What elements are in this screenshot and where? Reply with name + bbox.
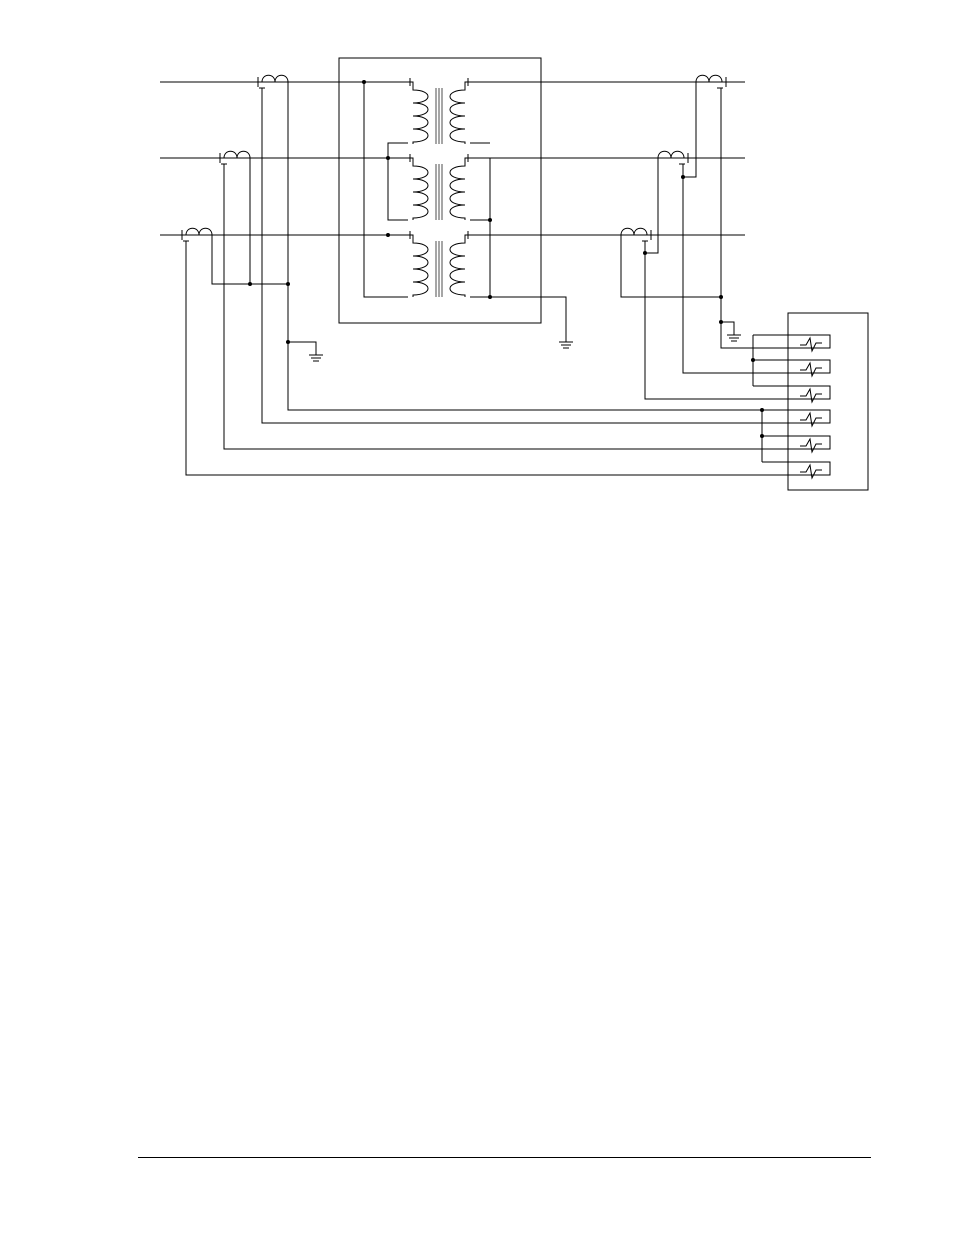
primary-winding-3: [408, 235, 428, 297]
primary-winding-2: [408, 158, 428, 220]
junction-dot-3: [386, 233, 390, 237]
current-transformer-6: [621, 228, 647, 235]
footer-rule: [138, 1157, 871, 1158]
junction-dot-14: [760, 408, 764, 412]
relay-element-icon-6: [800, 465, 822, 478]
relay-coil-loop-2: [770, 360, 830, 373]
relay-element-icon-5: [800, 439, 822, 452]
relay-coil-loop-4: [770, 410, 830, 423]
junction-dot-9: [681, 175, 685, 179]
transformer-windings: [408, 78, 470, 297]
junction-dots: [248, 80, 764, 438]
relay-element-icon-3: [800, 389, 822, 402]
current-transformer-5: [658, 151, 684, 158]
secondary-delta-wiring: [470, 143, 566, 342]
relay-element-icon-2: [800, 363, 822, 376]
current-transformer-2: [224, 151, 250, 158]
relay-coil-loop-5: [770, 436, 830, 449]
junction-dot-1: [362, 80, 366, 84]
phase-bus-lines: [160, 82, 745, 235]
relay-coil-loop-3: [770, 386, 830, 399]
right-ct-wiring: [621, 82, 770, 462]
current-transformer-3: [186, 228, 212, 235]
junction-dot-5: [488, 295, 492, 299]
junction-dot-10: [643, 251, 647, 255]
junction-dot-15: [760, 434, 764, 438]
junction-dot-12: [719, 320, 723, 324]
secondary-winding-1: [450, 82, 470, 144]
left-ct-wiring: [186, 82, 770, 475]
primary-wye-wiring: [364, 82, 408, 297]
relay-elements: [770, 335, 830, 478]
relay-enclosure: [788, 313, 868, 490]
junction-dot-11: [719, 295, 723, 299]
current-transformer-4: [696, 75, 722, 82]
junction-dot-13: [751, 358, 755, 362]
relay-coil-loop-1: [770, 335, 830, 348]
secondary-winding-2: [450, 158, 470, 220]
relay-element-icon-4: [800, 413, 822, 426]
junction-dot-2: [386, 156, 390, 160]
primary-winding-1: [408, 82, 428, 144]
transformer-enclosure: [339, 58, 541, 323]
junction-dot-7: [286, 282, 290, 286]
relay-element-icon-1: [800, 338, 822, 351]
ground-symbols: [309, 335, 741, 361]
current-transformer-1: [262, 75, 288, 82]
secondary-winding-3: [450, 235, 470, 297]
junction-dot-4: [488, 218, 492, 222]
junction-dot-8: [286, 340, 290, 344]
relay-coil-loop-6: [770, 462, 830, 475]
junction-dot-6: [248, 282, 252, 286]
